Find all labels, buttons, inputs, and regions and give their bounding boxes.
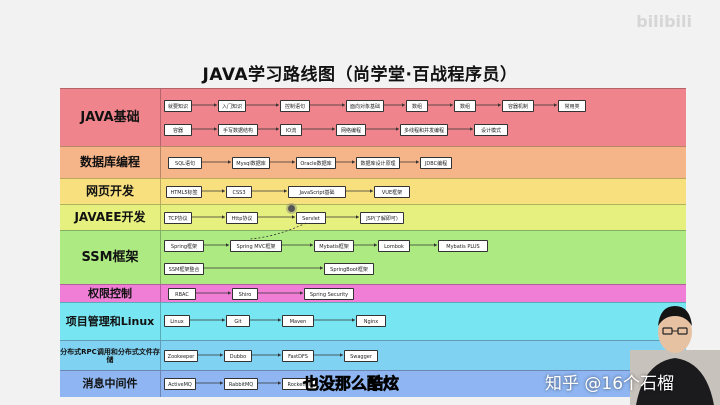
topic-node: Dubbo (224, 350, 252, 362)
topic-node: VUE框架 (374, 186, 410, 198)
topic-node: IO流 (280, 124, 302, 136)
topic-node: Http协议 (226, 212, 258, 224)
topic-node: 就要知识 (164, 100, 192, 112)
band-label: JAVAEE开发 (60, 205, 161, 231)
topic-node: SpringBoot框架 (324, 263, 374, 275)
topic-node: Maven (282, 315, 314, 327)
topic-node: Mybatis框架 (314, 240, 354, 252)
band-row: 网页开发 HTML5标签 CSS3 JavaScript基础 VUE框架 (60, 178, 686, 205)
topic-node: SQL语句 (168, 157, 202, 169)
topic-node: Swagger (344, 350, 378, 362)
topic-node: 数组 (406, 100, 428, 112)
band-label: 权限控制 (60, 285, 161, 303)
topic-node: 多线程和并发编程 (400, 124, 448, 136)
topic-node: HTML5标签 (166, 186, 202, 198)
topic-node: 数组 (454, 100, 476, 112)
topic-node: Nginx (356, 315, 386, 327)
topic-node: RBAC (168, 288, 196, 300)
band-label: 网页开发 (60, 179, 161, 205)
topic-node: 手写数据结构 (218, 124, 258, 136)
topic-node: RabbitMQ (224, 378, 258, 390)
topic-node: Zookeeper (164, 350, 198, 362)
topic-node: JSP(了解即可) (360, 212, 404, 224)
band-label: 消息中间件 (60, 371, 161, 397)
topic-node: 控制语句 (280, 100, 310, 112)
topic-node: CSS3 (226, 186, 252, 198)
topic-node: SSM框架整合 (164, 263, 204, 275)
topic-node: 数据库设计原理 (356, 157, 400, 169)
bilibili-watermark: bilibili (636, 12, 692, 31)
topic-node: 常用类 (558, 100, 586, 112)
topic-node: Servlet (296, 212, 326, 224)
topic-node: Spring Security (304, 288, 354, 300)
topic-node: FastDFS (282, 350, 314, 362)
band-label: 项目管理和Linux (60, 303, 161, 341)
topic-node: 入门知识 (218, 100, 246, 112)
topic-node: TCP协议 (164, 212, 192, 224)
topic-node: 容器机制 (502, 100, 534, 112)
topic-node: Mysql数据库 (232, 157, 270, 169)
topic-node: Oracle数据库 (296, 157, 336, 169)
topic-node: Git (226, 315, 250, 327)
topic-node: Linux (164, 315, 190, 327)
topic-node: 面向对象基础 (346, 100, 384, 112)
topic-node: JavaScript基础 (288, 186, 346, 198)
band-label: 分布式RPC调用和分布式文件存储 (60, 341, 161, 371)
band-row: 数据库编程 SQL语句 Mysql数据库 Oracle数据库 数据库设计原理 JDBC编程 (60, 146, 686, 179)
band-row: JAVA基础就要知识 入门知识 控制语句 面向对象基础 数组 数组 容器机制 常用类容器 手写数… (60, 88, 686, 147)
roadmap-title: JAVA学习路线图（尚学堂·百战程序员） (0, 60, 720, 85)
topic-node: 容器 (164, 124, 192, 136)
topic-node: Spring MVC框架 (230, 240, 282, 252)
topic-node: Shiro (232, 288, 258, 300)
topic-node: 网络编程 (336, 124, 366, 136)
mouse-cursor (288, 205, 295, 212)
band-row: 权限控制 RBAC Shiro Spring Security (60, 284, 686, 303)
topic-node: Spring框架 (164, 240, 204, 252)
topic-node: ActiveMQ (164, 378, 196, 390)
band-label: JAVA基础 (60, 89, 161, 147)
band-label: 数据库编程 (60, 147, 161, 179)
topic-node: Mybatis PLUS (438, 240, 488, 252)
topic-node: 设计模式 (474, 124, 508, 136)
video-subtitle: 也没那么酷炫 (303, 370, 399, 394)
zhihu-watermark: 知乎 @16个石榴 (545, 369, 674, 394)
topic-node: Lombok (378, 240, 410, 252)
topic-node: JDBC编程 (420, 157, 452, 169)
band-label: SSM框架 (60, 231, 161, 285)
